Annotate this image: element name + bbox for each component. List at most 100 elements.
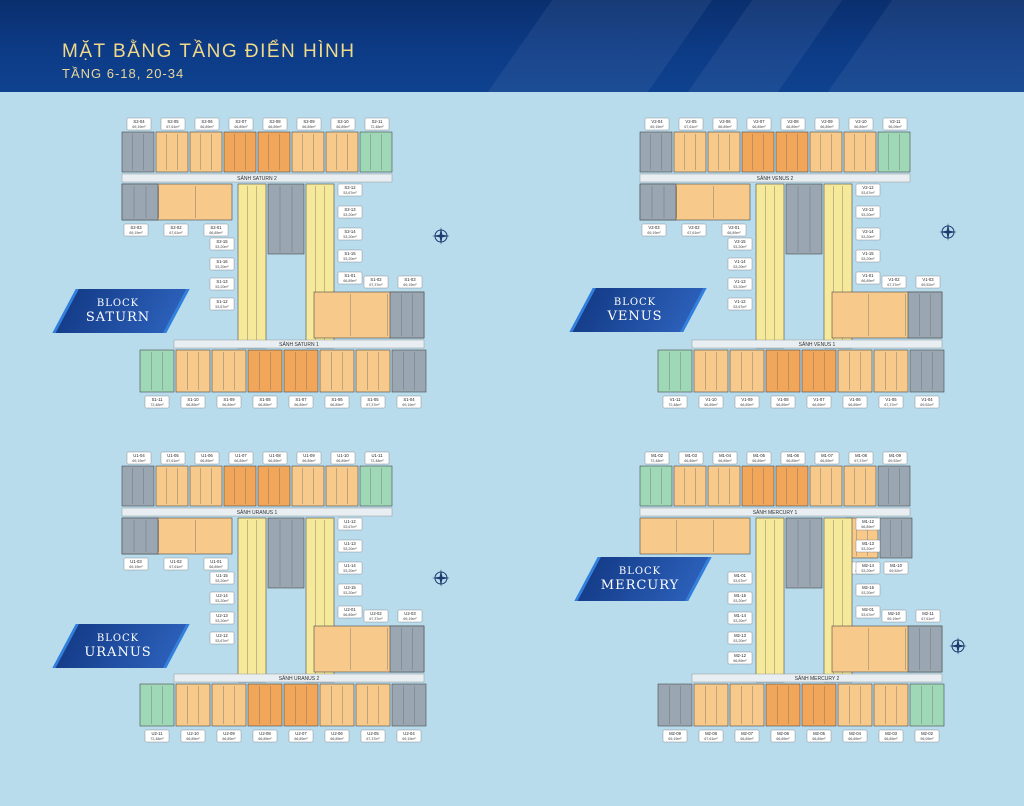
unit-area: 53,20m² <box>215 285 229 289</box>
unit-label-box <box>678 451 704 465</box>
unit-label-box <box>203 223 229 237</box>
unit-code: S1-15 <box>344 251 356 256</box>
apartment-unit <box>291 465 325 507</box>
unit-label-box <box>396 729 422 743</box>
unit-label-box <box>337 205 363 219</box>
apartment-unit <box>657 349 693 393</box>
unit-code: V2-03 <box>648 225 660 230</box>
unit-area: 67,61m² <box>166 459 180 463</box>
unit-area: 66,89m² <box>861 279 875 283</box>
apartment-unit <box>389 625 425 673</box>
unit-area: 66,89m² <box>268 125 282 129</box>
apartment-unit <box>391 349 427 393</box>
unit-label-box <box>209 257 235 271</box>
unit-label-box <box>914 395 940 409</box>
unit-area: 69,52m² <box>888 459 902 463</box>
unit-area: 66,89m² <box>740 737 754 741</box>
unit-code: U2-09 <box>223 731 235 736</box>
apartment-unit <box>657 683 693 727</box>
unit-label-box <box>727 611 753 625</box>
apartment-unit <box>837 683 873 727</box>
unit-code: S2-12 <box>344 185 356 190</box>
unit-area: 53,20m² <box>733 639 747 643</box>
unit-area: 66,89m² <box>336 459 350 463</box>
unit-area: 69,19m² <box>403 617 417 621</box>
unit-label-box <box>180 395 206 409</box>
unit-label-box <box>228 117 254 131</box>
hall-label: SẢNH URANUS 1 <box>237 509 278 516</box>
corridor <box>173 673 425 683</box>
unit-label-box <box>855 227 881 241</box>
unit-area: 53,67m² <box>343 191 357 195</box>
unit-code: S1-03 <box>404 277 416 282</box>
header-banner: MẶT BẰNG TẦNG ĐIỂN HÌNH TẦNG 6-18, 20-34 <box>0 0 1024 92</box>
unit-code: M1-04 <box>719 453 732 458</box>
unit-code: U1-08 <box>269 453 281 458</box>
unit-area: 96,09m² <box>920 737 934 741</box>
unit-code: U1-14 <box>344 563 356 568</box>
unit-code: V1-07 <box>813 397 825 402</box>
unit-code: M1-06 <box>787 453 800 458</box>
unit-area: 53,20m² <box>215 579 229 583</box>
unit-label-box <box>848 117 874 131</box>
unit-area: 66,89m² <box>330 403 344 407</box>
unit-code: S2-08 <box>269 119 281 124</box>
unit-label-box <box>727 571 753 585</box>
unit-label-box <box>770 395 796 409</box>
apartment-unit <box>139 683 175 727</box>
unit-area: 72,48m² <box>370 125 384 129</box>
apartment-unit <box>139 349 175 393</box>
unit-code: U2-15 <box>344 585 356 590</box>
unit-code: V2-07 <box>753 119 765 124</box>
unit-area: 53,67m² <box>343 525 357 529</box>
apartment-unit <box>741 465 775 507</box>
apartment-unit <box>291 131 325 173</box>
unit-code: U2-03 <box>404 611 416 616</box>
unit-area: 53,20m² <box>343 213 357 217</box>
unit-label-box <box>330 117 356 131</box>
unit-area: 53,20m² <box>215 245 229 249</box>
apartment-unit <box>775 465 809 507</box>
unit-code: V1-03 <box>922 277 934 282</box>
unit-area: 69,52m² <box>920 403 934 407</box>
unit-code: S2-09 <box>303 119 315 124</box>
unit-area: 53,20m² <box>733 285 747 289</box>
unit-label-box <box>855 183 881 197</box>
unit-code: U1-04 <box>133 453 145 458</box>
unit-code: U1-02 <box>170 559 182 564</box>
unit-code: M2-05 <box>813 731 826 736</box>
unit-label-box <box>296 451 322 465</box>
unit-code: S1-04 <box>403 397 415 402</box>
unit-label-box <box>209 631 235 645</box>
apartment-unit <box>639 183 677 221</box>
unit-code: U2-04 <box>403 731 415 736</box>
unit-area: 67,61m² <box>704 737 718 741</box>
unit-code: M2-11 <box>922 611 934 616</box>
unit-code: M1-14 <box>734 613 747 618</box>
unit-code: V1-06 <box>849 397 861 402</box>
unit-label-box <box>330 451 356 465</box>
unit-label-box <box>727 591 753 605</box>
unit-code: M2-08 <box>705 731 718 736</box>
unit-label-box <box>363 275 389 289</box>
unit-label-box <box>780 117 806 131</box>
unit-code: U1-05 <box>167 453 179 458</box>
